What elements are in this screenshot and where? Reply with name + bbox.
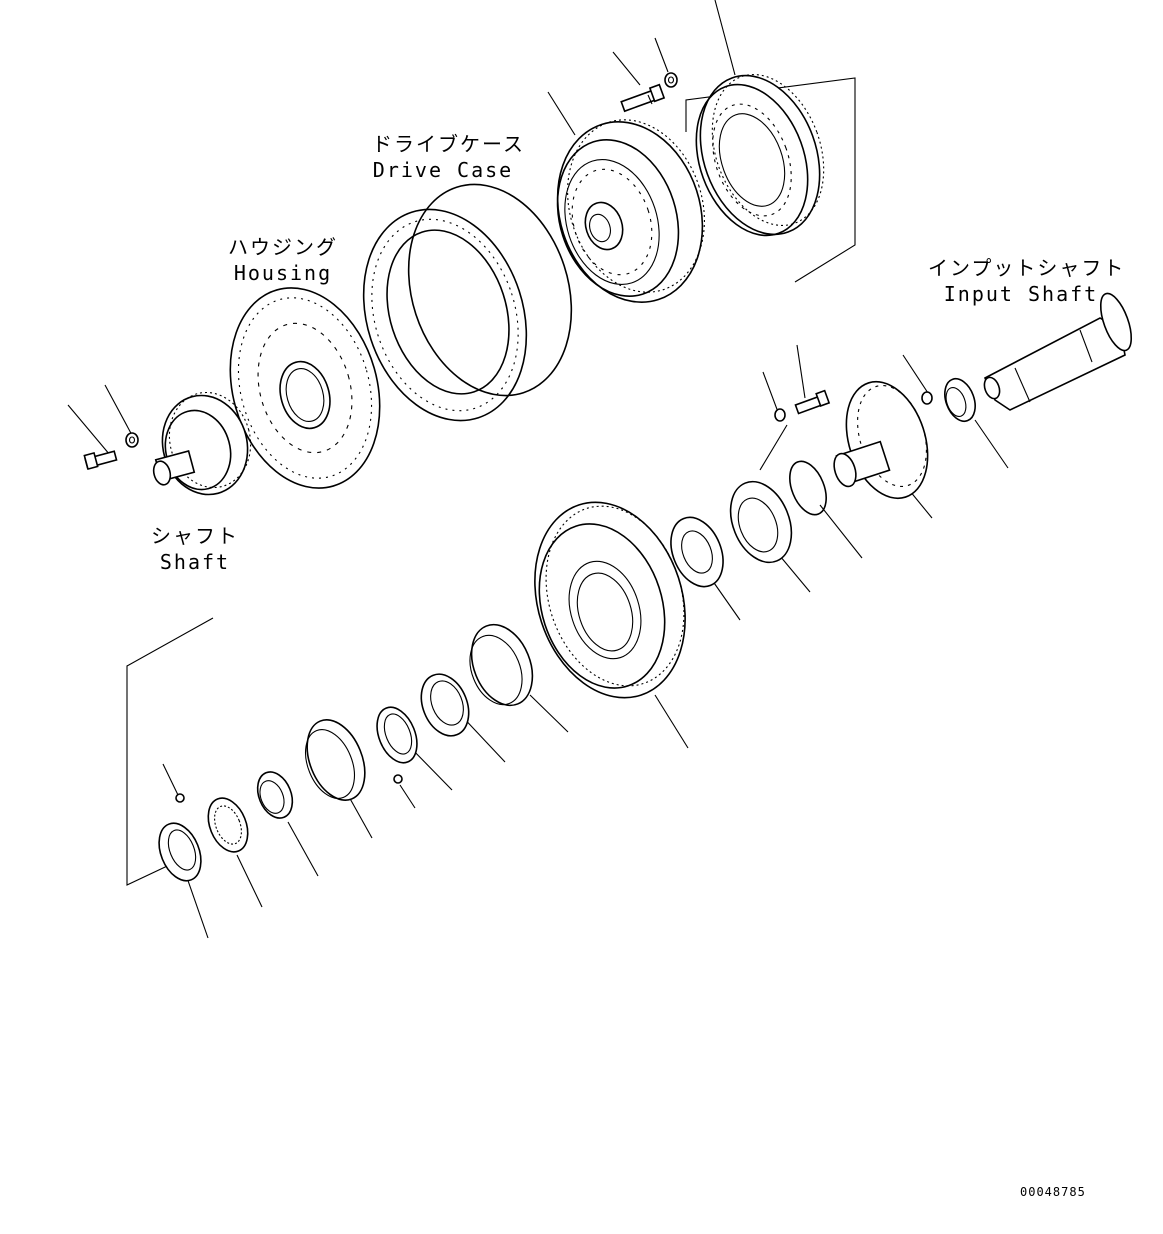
shaft bbox=[152, 391, 252, 496]
input-shaft-ring bbox=[944, 377, 976, 423]
roller-bearing bbox=[670, 516, 724, 588]
oil-seal bbox=[376, 706, 418, 764]
shaft-bolt bbox=[83, 450, 118, 471]
input-shaft-washer bbox=[921, 391, 933, 405]
stator-shaft bbox=[833, 380, 929, 500]
o-ring bbox=[789, 460, 827, 516]
small-ball bbox=[393, 774, 403, 784]
shaft-washer bbox=[125, 432, 139, 448]
shaft-label-jp: シャフト bbox=[151, 524, 239, 548]
drive-case-washer bbox=[664, 72, 678, 88]
drive-case-bolt bbox=[620, 83, 666, 113]
input-shaft bbox=[983, 292, 1133, 411]
input-shaft-label-jp: インプットシャフト bbox=[928, 256, 1126, 280]
needle-bearing bbox=[256, 771, 294, 819]
drive-case-ring bbox=[362, 183, 573, 422]
drive-case-label-jp: ドライブケース bbox=[372, 132, 525, 156]
drive-case-gear bbox=[695, 74, 825, 237]
needle-race bbox=[207, 797, 249, 853]
drive-case bbox=[556, 119, 705, 303]
housing-label-jp: ハウジング bbox=[228, 235, 338, 259]
bearing-cage bbox=[304, 719, 366, 801]
drive-case-label-en: Drive Case bbox=[372, 158, 514, 182]
thrust-washer bbox=[420, 673, 470, 737]
lock-plate bbox=[469, 623, 534, 707]
bearing-holder bbox=[729, 480, 793, 564]
input-bolt bbox=[794, 389, 831, 415]
housing bbox=[229, 287, 381, 489]
drawing-number: 00048785 bbox=[1020, 1185, 1086, 1199]
end-seal bbox=[158, 822, 202, 882]
housing-label-en: Housing bbox=[233, 261, 333, 285]
shaft-label-en: Shaft bbox=[159, 550, 231, 574]
input-shaft-label-en: Input Shaft bbox=[943, 282, 1099, 306]
small-ball-2 bbox=[175, 793, 185, 803]
input-washer bbox=[774, 408, 786, 422]
turbine bbox=[534, 501, 686, 699]
leader-lines bbox=[67, 0, 1009, 939]
